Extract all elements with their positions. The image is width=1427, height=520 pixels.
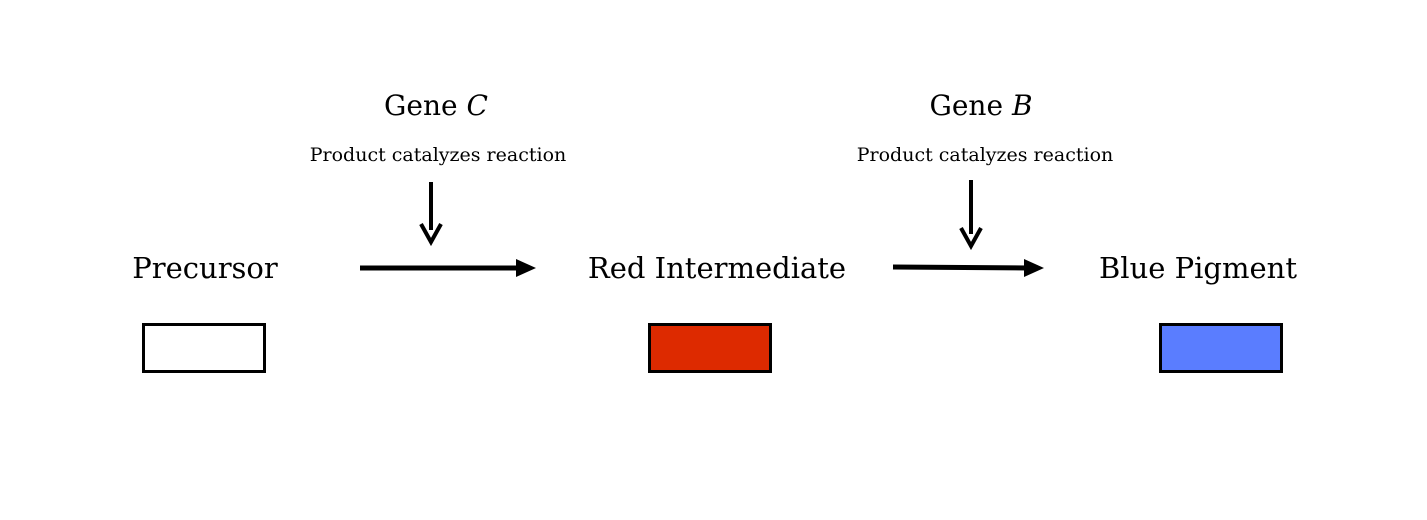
gene-b-letter: B: [1011, 89, 1033, 122]
gene-c-down-arrow: [419, 182, 443, 247]
gene-c-prefix: Gene: [384, 89, 467, 122]
red-intermediate-label: Red Intermediate: [587, 251, 847, 285]
blue-pigment-label: Blue Pigment: [1099, 251, 1297, 285]
red-intermediate-swatch: [648, 323, 772, 373]
gene-c-label: Gene C: [384, 92, 488, 120]
blue-pigment-swatch: [1159, 323, 1283, 373]
precursor-swatch: [142, 323, 266, 373]
reaction-arrow-2: [892, 259, 1044, 277]
gene-b-prefix: Gene: [929, 89, 1012, 122]
precursor-label: Precursor: [132, 251, 278, 285]
gene-c-product-note: Product catalyzes reaction: [309, 144, 567, 166]
gene-b-product-note: Product catalyzes reaction: [856, 144, 1114, 166]
reaction-arrow-1: [360, 259, 536, 277]
gene-b-down-arrow: [959, 180, 983, 251]
gene-c-letter: C: [466, 89, 488, 122]
gene-b-label: Gene B: [929, 92, 1032, 120]
